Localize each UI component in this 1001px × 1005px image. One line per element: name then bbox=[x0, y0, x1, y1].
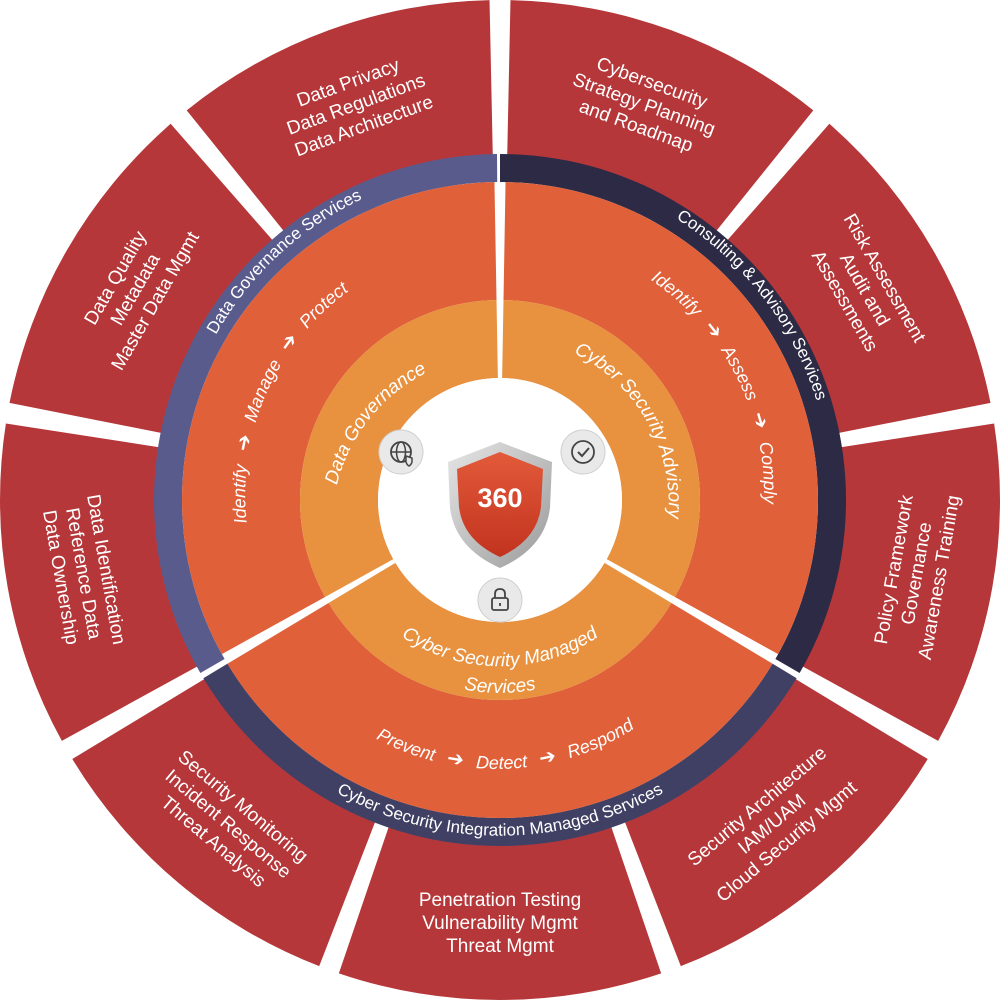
shield-fill bbox=[457, 452, 543, 557]
outer-segment-data-quality bbox=[9, 123, 273, 433]
band-governance bbox=[153, 154, 498, 673]
center-label: 360 bbox=[477, 483, 522, 513]
man-arrow-1: ➔ bbox=[445, 747, 465, 771]
services-band-ring bbox=[153, 154, 846, 846]
outer-label-line: Vulnerability Mgmt bbox=[422, 913, 578, 934]
inner-ring-governance bbox=[300, 300, 498, 597]
step-ring-governance bbox=[182, 182, 497, 655]
adv-arrow-2: ➔ bbox=[747, 409, 773, 431]
man-arrow-2: ➔ bbox=[537, 745, 558, 770]
outer-segment-policy bbox=[802, 423, 1000, 741]
outer-label-line: Penetration Testing bbox=[419, 890, 581, 911]
step-ring-advisory bbox=[503, 182, 818, 655]
step-ring-managed bbox=[227, 603, 773, 818]
inner-ring-advisory bbox=[502, 300, 700, 597]
outer-segment-risk bbox=[727, 123, 991, 433]
outer-segment-data-identification bbox=[0, 423, 198, 741]
inner-ring-managed bbox=[328, 562, 672, 700]
globe-shield-icon bbox=[378, 429, 424, 475]
outer-label-line: Threat Mgmt bbox=[446, 936, 554, 957]
band-integration-shade bbox=[203, 663, 797, 846]
process-steps-ring bbox=[182, 182, 818, 818]
gov-arrow-1: ➔ bbox=[232, 432, 257, 453]
outer-segment-architecture bbox=[624, 678, 928, 967]
outer-segment-pentest bbox=[338, 826, 662, 1001]
band-consulting bbox=[500, 154, 846, 673]
outer-segment-strategy bbox=[507, 0, 814, 232]
check-circle-icon bbox=[560, 429, 606, 475]
gov-step-identify: Identify bbox=[229, 462, 251, 524]
man-step-detect: Detect bbox=[476, 751, 530, 773]
padlock-icon bbox=[477, 577, 523, 623]
core-offerings-ring bbox=[300, 300, 700, 700]
center-shield: 360 bbox=[448, 442, 552, 568]
inner-label-managed-line2: Services bbox=[463, 673, 538, 698]
outer-segment-data-privacy bbox=[186, 0, 493, 232]
outer-segment-monitoring bbox=[72, 678, 376, 967]
